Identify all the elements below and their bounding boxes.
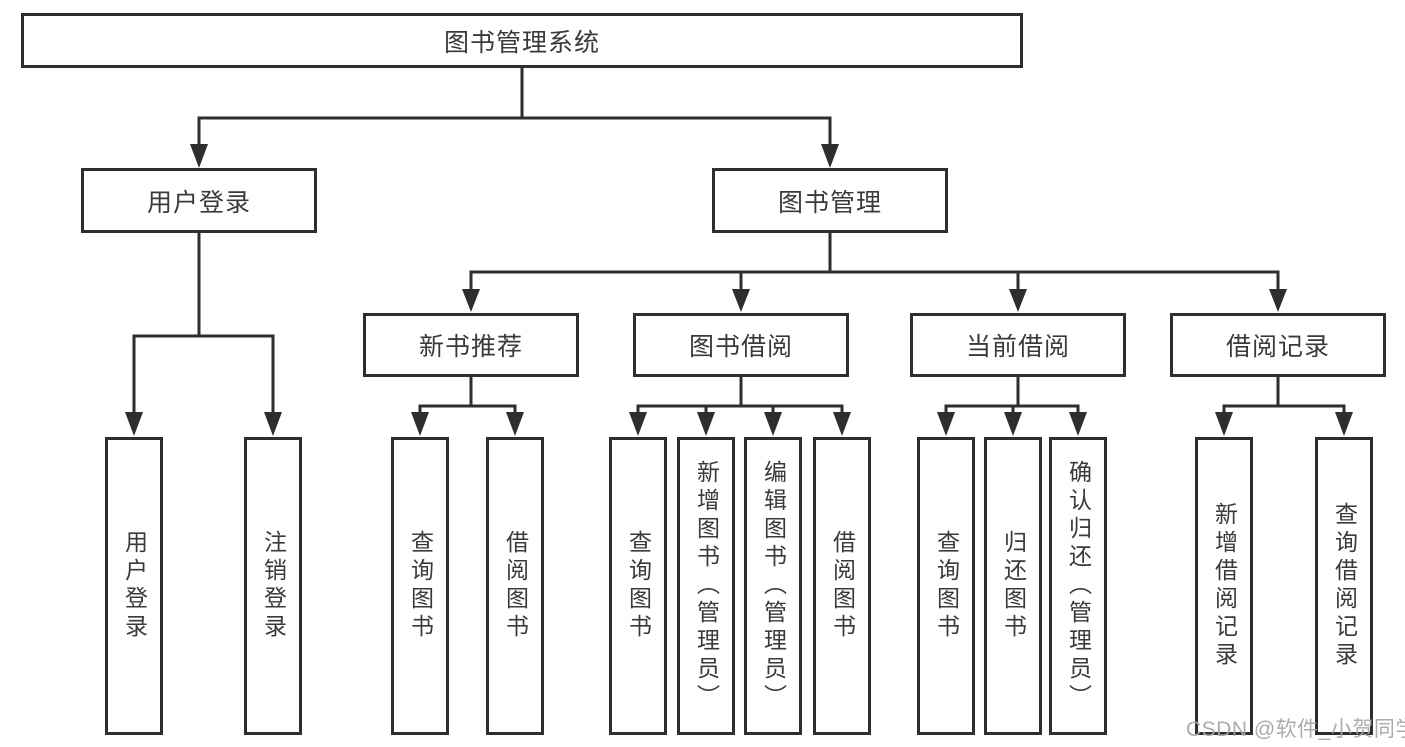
connector-user-login-children xyxy=(132,233,275,414)
arrowheads-book-borrowing-children xyxy=(629,412,851,436)
node-book-management-label: 图书管理 xyxy=(777,188,882,217)
node-user-login-label: 用户登录 xyxy=(146,188,251,217)
node-book-borrowing: 图书借阅 xyxy=(633,313,849,377)
leaf-query-books-borrowing-label: 查询图书 xyxy=(625,530,652,642)
leaf-confirm-return-admin: 确认归还（管理员） xyxy=(1049,437,1107,735)
leaf-logout-label: 注销登录 xyxy=(260,530,287,642)
leaf-edit-book-admin-label: 编辑图书（管理员） xyxy=(760,460,787,712)
leaf-borrow-books-borrowing: 借阅图书 xyxy=(813,437,871,735)
node-root: 图书管理系统 xyxy=(21,13,1023,68)
leaf-add-borrow-record: 新增借阅记录 xyxy=(1195,437,1253,735)
arrowheads-new-book-children xyxy=(411,412,524,436)
node-borrowing-records-label: 借阅记录 xyxy=(1225,333,1330,361)
leaf-query-books-current-label: 查询图书 xyxy=(933,530,960,642)
leaf-user-login: 用户登录 xyxy=(105,437,163,735)
arrowheads-book-management-children xyxy=(462,289,1287,312)
leaf-query-books-recommend-label: 查询图书 xyxy=(407,530,434,642)
csdn-watermark: CSDN @软件_小贺同学 xyxy=(1186,718,1405,741)
leaf-add-book-admin: 新增图书（管理员） xyxy=(677,437,735,735)
arrowheads-borrowing-records-children xyxy=(1215,412,1353,436)
leaf-logout: 注销登录 xyxy=(244,437,302,735)
leaf-query-borrow-record-label: 查询借阅记录 xyxy=(1331,502,1358,670)
node-current-borrowing: 当前借阅 xyxy=(910,313,1126,377)
leaf-query-books-borrowing: 查询图书 xyxy=(609,437,667,735)
leaf-return-book-label: 归还图书 xyxy=(1000,530,1027,642)
connector-current-borrowing-children xyxy=(944,377,1080,415)
node-new-book-recommend-label: 新书推荐 xyxy=(418,333,523,361)
connector-new-book-children xyxy=(418,377,517,415)
node-book-management: 图书管理 xyxy=(712,168,948,233)
connector-root-to-level2 xyxy=(197,68,832,147)
leaf-query-borrow-record: 查询借阅记录 xyxy=(1315,437,1373,735)
node-current-borrowing-label: 当前借阅 xyxy=(965,333,1070,361)
leaf-query-books-recommend: 查询图书 xyxy=(391,437,449,735)
node-user-login: 用户登录 xyxy=(81,168,317,233)
leaf-borrow-books-recommend: 借阅图书 xyxy=(486,437,544,735)
leaf-add-borrow-record-label: 新增借阅记录 xyxy=(1211,502,1238,670)
leaf-borrow-books-recommend-label: 借阅图书 xyxy=(502,530,529,642)
connector-book-borrowing-children xyxy=(636,377,844,415)
leaf-user-login-label: 用户登录 xyxy=(121,530,148,642)
connector-book-management-children xyxy=(469,233,1280,291)
arrowheads-user-login-children xyxy=(125,412,282,436)
node-new-book-recommend: 新书推荐 xyxy=(363,313,579,377)
leaf-edit-book-admin: 编辑图书（管理员） xyxy=(744,437,802,735)
node-book-borrowing-label: 图书借阅 xyxy=(688,333,793,361)
arrowheads-current-borrowing-children xyxy=(937,412,1087,436)
leaf-borrow-books-borrowing-label: 借阅图书 xyxy=(829,530,856,642)
leaf-add-book-admin-label: 新增图书（管理员） xyxy=(693,460,720,712)
leaf-confirm-return-admin-label: 确认归还（管理员） xyxy=(1065,460,1092,712)
arrowheads-level2 xyxy=(190,144,839,168)
leaf-query-books-current: 查询图书 xyxy=(917,437,975,735)
node-borrowing-records: 借阅记录 xyxy=(1170,313,1386,377)
leaf-return-book: 归还图书 xyxy=(984,437,1042,735)
node-root-label: 图书管理系统 xyxy=(443,28,600,57)
connector-borrowing-records-children xyxy=(1222,377,1346,415)
